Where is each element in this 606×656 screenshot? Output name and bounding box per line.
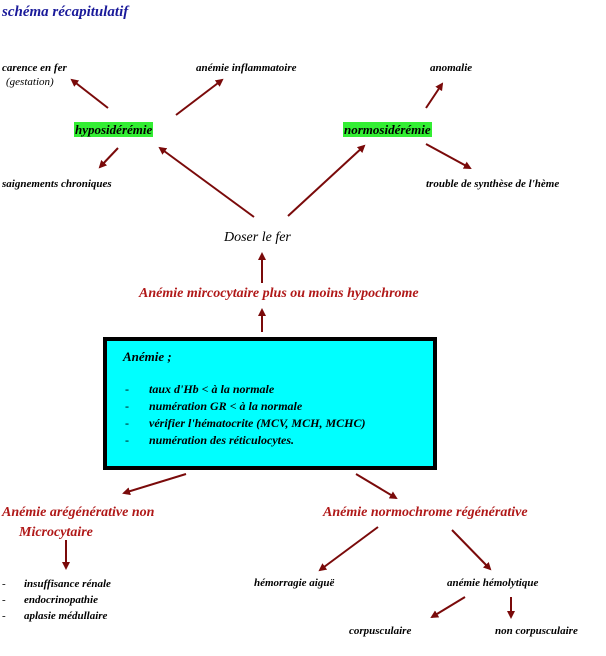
box-list-item: -taux d'Hb < à la normale <box>125 382 275 396</box>
bullet: - <box>125 382 129 396</box>
arrow-doser-to-hypo <box>158 146 255 218</box>
arrow-normo-to-trouble <box>425 143 472 169</box>
node-corpusculaire: corpusculaire <box>349 625 412 637</box>
arrow-hypo-to-inflammatoire <box>175 78 224 116</box>
bullet: - <box>125 416 129 430</box>
arrow-normo-to-anomalie <box>425 82 444 109</box>
box-list-item: -numération des réticulocytes. <box>125 433 294 447</box>
hyposideremie-label: hyposidérémie <box>74 122 154 137</box>
arrow-box-to-normochrome <box>355 473 398 500</box>
node-saignements: saignements chroniques <box>2 178 112 190</box>
node-hemorragie: hémorragie aiguë <box>254 577 335 589</box>
arrow-hypo-to-carence <box>70 78 109 109</box>
node-trouble-synthese: trouble de synthèse de l'hème <box>426 178 560 190</box>
arrow-doser-to-normo <box>287 144 366 217</box>
node-anemie-aregenerative: Anémie arégénérative non <box>2 505 155 520</box>
arrow-normochrome-to-hemorragie <box>318 526 379 572</box>
arrow-hemolytique-to-corpusculaire <box>430 596 466 619</box>
anemie-box: Anémie ; -taux d'Hb < à la normale -numé… <box>103 337 437 470</box>
cause-item: -endocrinopathie <box>2 594 98 606</box>
box-heading: Anémie ; <box>123 349 172 364</box>
node-anemie-microcytaire: Anémie mircocytaire plus ou moins hypoch… <box>139 286 419 301</box>
arrow-normochrome-to-hemolytique <box>451 529 492 571</box>
box-list: -taux d'Hb < à la normale -numération GR… <box>125 381 365 449</box>
node-hyposideremie: hyposidérémie <box>74 122 154 138</box>
node-anemie-aregenerative-line2: Microcytaire <box>19 525 93 540</box>
bullet: - <box>125 433 129 447</box>
node-gestation: (gestation) <box>6 76 54 88</box>
arrow-box-to-aregenerative <box>122 473 187 496</box>
node-doser-fer: Doser le fer <box>224 230 291 245</box>
node-anemie-hemolytique: anémie hémolytique <box>447 577 539 589</box>
aregenerative-causes-list: -insuffisance rénale -endocrinopathie -a… <box>2 576 111 624</box>
node-non-corpusculaire: non corpusculaire <box>495 625 578 637</box>
page-title: schéma récapitulatif <box>2 4 129 20</box>
normosideremie-label: normosidérémie <box>343 122 432 137</box>
box-list-item: -numération GR < à la normale <box>125 399 303 413</box>
cause-item: -aplasie médullaire <box>2 610 108 622</box>
bullet: - <box>125 399 129 413</box>
node-carence-fer: carence en fer <box>2 62 67 74</box>
node-anemie-inflammatoire: anémie inflammatoire <box>196 62 297 74</box>
node-anomalie: anomalie <box>430 62 473 74</box>
box-list-item: -vérifier l'hématocrite (MCV, MCH, MCHC) <box>125 416 366 430</box>
arrow-hypo-to-saignements <box>98 147 119 169</box>
node-anemie-normochrome: Anémie normochrome régénérative <box>323 505 528 520</box>
cause-item: -insuffisance rénale <box>2 578 111 590</box>
node-normosideremie: normosidérémie <box>343 122 432 138</box>
